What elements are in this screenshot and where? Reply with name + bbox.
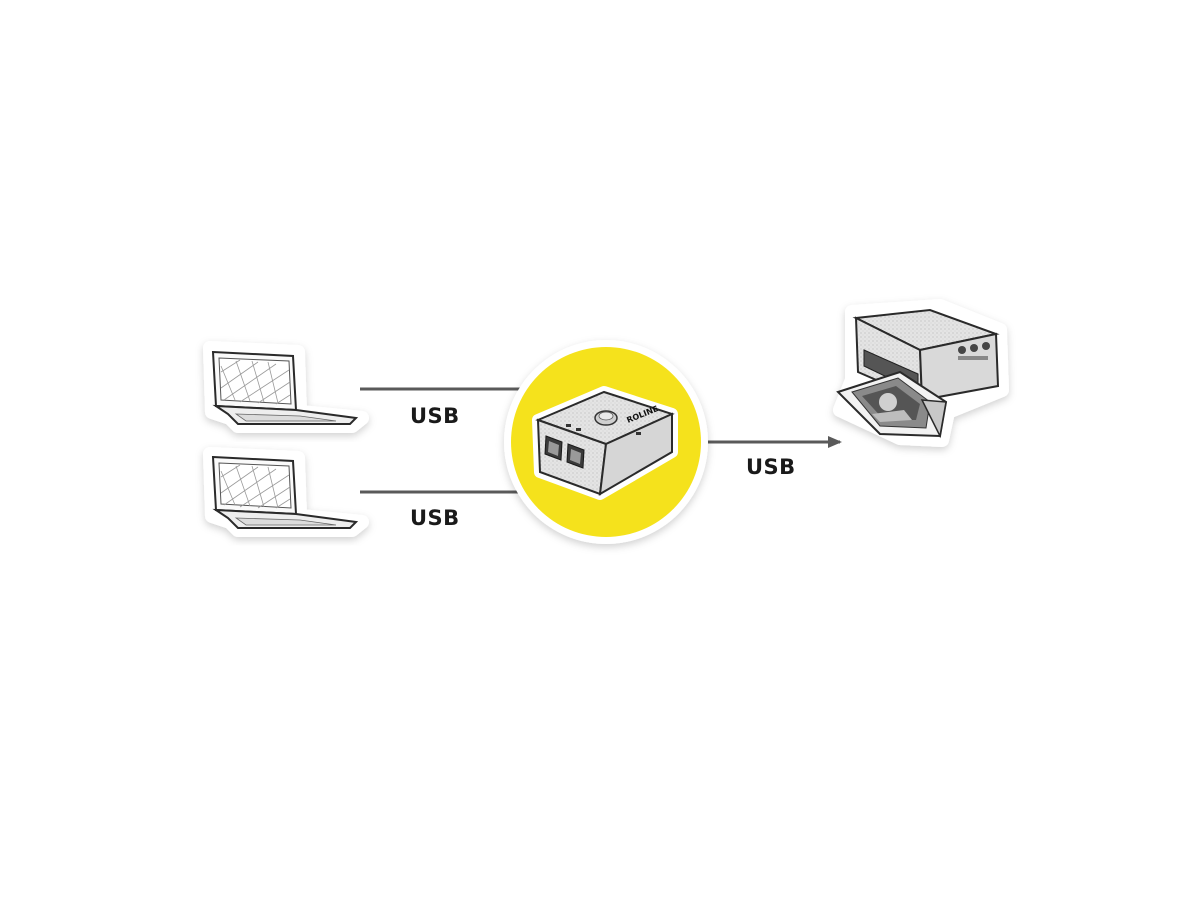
usb-label-printer: USB bbox=[746, 455, 796, 479]
laptop-1-icon bbox=[203, 341, 369, 433]
usb-label-laptop-2: USB bbox=[410, 506, 460, 530]
printer-icon bbox=[833, 299, 1009, 447]
usb-label-laptop-1: USB bbox=[410, 404, 460, 428]
laptop-2-icon bbox=[203, 447, 369, 537]
usb-switch-icon bbox=[532, 386, 678, 500]
